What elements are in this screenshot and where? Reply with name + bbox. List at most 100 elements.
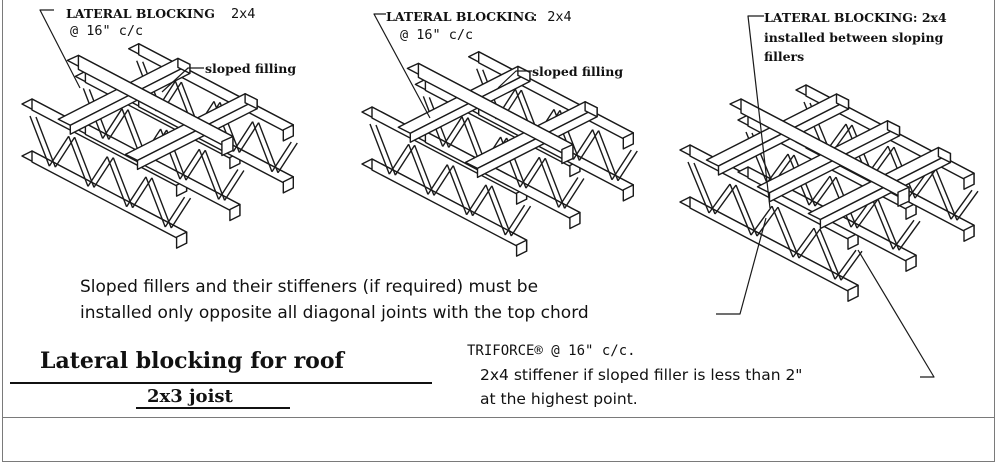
joist-fig1-2-web-6-edge-b — [257, 122, 279, 174]
joist-fig1-1-bottom-chord-end — [229, 203, 241, 222]
d2-blocking-title: LATERAL BLOCKING — [386, 9, 535, 24]
joist-fig3-1-web-6-edge-b — [877, 198, 900, 251]
joist-fig3-0-web-5-edge-a — [792, 227, 815, 258]
fig3-sloped-filler — [729, 98, 910, 207]
joist-fig2-0-web-2-edge-b — [413, 145, 435, 196]
joist-fig2-2-bottom-chord-end — [622, 184, 634, 202]
joist-fig2-2-web-7 — [611, 149, 638, 182]
joist-fig2-0-web-2 — [407, 144, 435, 196]
diagram-title: Lateral blocking for roof — [40, 348, 344, 374]
joist-fig1-2-web-7 — [271, 141, 298, 174]
joist-fig2-0-web-7-edge-b — [510, 205, 532, 237]
joist-fig1-1-web-7-edge-b — [224, 170, 245, 201]
joist-fig2-2-web-7-edge-b — [617, 150, 638, 182]
leader-line-1 — [161, 67, 204, 93]
leader-line-4 — [747, 15, 771, 209]
joist-fig3-0-web-4-edge-b — [777, 206, 800, 259]
joist-fig2-0-web-0-edge-a — [369, 123, 390, 175]
joist-fig3-2-web-7 — [950, 189, 979, 221]
joist-fig3-1-web-1-edge-a — [766, 153, 789, 184]
joist-fig3-0-web-2-edge-b — [735, 184, 758, 237]
joist-fig1-0-web-5-edge-a — [126, 176, 147, 208]
joist-fig3-0-web-3-edge-a — [750, 205, 773, 236]
joist-fig3-1-web-6-edge-a — [871, 197, 894, 250]
leader-line-2 — [373, 13, 431, 119]
joist-fig3-0-web-2 — [729, 183, 758, 237]
joist-fig2-2-web-6 — [591, 129, 619, 182]
joist-fig2-0-web-5-edge-a — [466, 184, 487, 216]
joist-fig2-0-bottom-chord — [361, 158, 528, 257]
note-stiffener-line2: at the highest point. — [480, 390, 638, 408]
d3-blocking-line2: installed between sloping — [764, 30, 944, 45]
joist-fig3-0-web-7-edge-a — [834, 249, 857, 280]
fig2-sloped-filler-end — [561, 143, 574, 165]
joist-fig3-0-web-0 — [687, 161, 716, 215]
joist-fig1-2-web-7-edge-b — [277, 142, 298, 174]
joist-fig2-0-web-7-edge-a — [504, 204, 526, 236]
joist-fig1-0-web-0-edge-b — [35, 116, 56, 168]
joist-fig1-2-bottom-chord-end — [282, 176, 294, 194]
joist-fig3-0-web-4 — [771, 205, 800, 259]
joist-fig3-0-bottom-chord — [679, 196, 859, 302]
joist-fig3-2-web-6-edge-b — [935, 168, 958, 221]
leader-line-5 — [716, 217, 767, 315]
joist-fig1-0-bottom-chord-end — [175, 231, 188, 249]
d1-blocking-size: 2x4 — [231, 6, 256, 22]
joist-fig3-2-web-7-edge-b — [956, 190, 979, 221]
d3-blocking-line3: fillers — [764, 49, 805, 64]
joist-fig2-1-web-7-edge-b — [564, 178, 585, 209]
note-fillers-line1: Sloped fillers and their stiffeners (if … — [80, 277, 539, 297]
joist-fig2-2-web-6-edge-a — [591, 129, 613, 181]
joist-fig3-2-web-6 — [929, 167, 958, 221]
joist-fig1-0-web-6-edge-b — [151, 177, 172, 229]
figure-middle-joist-assembly — [361, 51, 638, 257]
joist-fig3-0-web-6 — [813, 227, 842, 281]
joist-fig1-0-web-6 — [145, 176, 172, 229]
d2-sloped-filling: sloped filling — [532, 64, 624, 79]
joist-fig2-0-web-1-edge-a — [388, 143, 410, 175]
d2-blocking-spacing: @ 16" c/c — [400, 27, 474, 43]
joist-fig1-1-web-6 — [198, 149, 226, 201]
joist-fig2-0-web-0-edge-b — [375, 124, 396, 176]
joist-fig1-2-web-7-edge-a — [271, 141, 292, 173]
fig1-sloped-filler — [66, 54, 234, 157]
joist-fig3-1-top-chord-end — [905, 202, 917, 220]
joist-fig1-0-web-6-edge-a — [145, 176, 166, 228]
joist-fig1-2-web-5-edge-a — [232, 121, 254, 152]
note-stiffener-line1: 2x4 stiffener if sloped filler is less t… — [480, 366, 803, 384]
joist-fig2-0-web-4 — [446, 164, 474, 216]
leader-lines — [39, 9, 935, 378]
figure-left-joist-assembly — [21, 43, 298, 249]
joist-fig2-0-web-4-edge-a — [446, 164, 468, 215]
d3-blocking-line1: LATERAL BLOCKING: 2x4 — [764, 10, 947, 25]
joist-fig3-2-top-chord-end — [963, 172, 975, 190]
joist-fig1-0-web-3-edge-a — [87, 156, 108, 187]
joist-fig2-0-web-4-edge-b — [452, 165, 474, 216]
joist-fig2-1-web-1-edge-a — [442, 116, 463, 147]
joist-fig1-0-web-4-edge-a — [106, 156, 128, 207]
joist-fig2-1-web-5-edge-a — [519, 156, 540, 188]
fig2-sloped-filler — [406, 62, 574, 165]
joist-fig2-1-web-7 — [558, 177, 585, 209]
joist-fig3-1-web-3-edge-a — [808, 175, 831, 206]
leader-line-6 — [857, 249, 935, 378]
joist-fig1-0-web-7-edge-a — [164, 196, 186, 228]
joist-fig2-1-web-6-edge-b — [544, 158, 566, 209]
joist-fig3-0-web-0-edge-a — [687, 161, 710, 214]
joist-fig1-1-web-6-edge-b — [204, 150, 226, 201]
joist-fig2-1-bottom-chord-end — [569, 211, 581, 230]
joist-fig2-0-web-0 — [369, 123, 396, 176]
joist-fig1-0-web-1-edge-a — [48, 135, 70, 167]
joist-fig1-2-web-6 — [251, 121, 279, 174]
note-fillers-line2: installed only opposite all diagonal joi… — [80, 303, 589, 323]
joist-fig3-0-top-chord-end — [847, 232, 859, 250]
fig3-lateral-blocking-2-end — [937, 146, 952, 164]
joist-fig1-0-web-0-edge-a — [29, 115, 50, 167]
joist-fig3-1-web-7-edge-a — [892, 219, 915, 250]
joist-fig2-0-bottom-chord-end — [515, 239, 528, 257]
d2-blocking-size: : 2x4 — [531, 9, 572, 25]
joist-fig2-2-web-6-edge-b — [597, 130, 619, 182]
